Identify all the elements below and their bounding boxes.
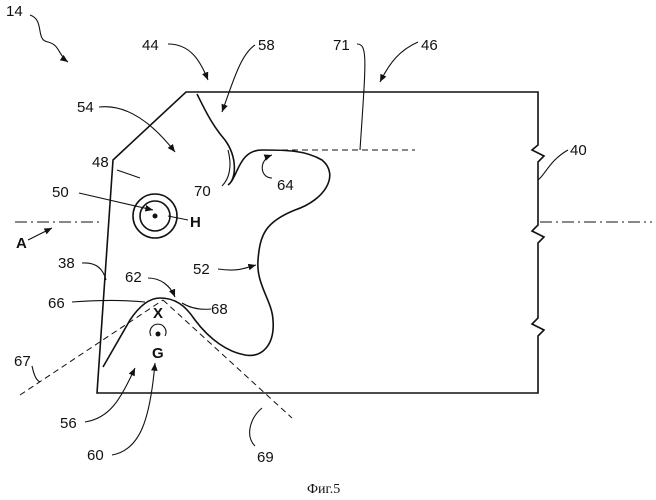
label-38: 38 xyxy=(58,255,75,272)
label-68: 68 xyxy=(211,301,228,318)
label-G: G xyxy=(152,345,164,362)
label-H: H xyxy=(190,214,201,231)
label-64: 64 xyxy=(277,177,294,194)
label-56: 56 xyxy=(60,415,77,432)
label-67: 67 xyxy=(14,353,31,370)
insert-outline xyxy=(97,92,544,393)
cutout-contour xyxy=(103,94,330,367)
label-66: 66 xyxy=(48,295,65,312)
label-58: 58 xyxy=(258,37,275,54)
label-40: 40 xyxy=(570,142,587,159)
label-54: 54 xyxy=(77,99,94,116)
label-44: 44 xyxy=(142,37,159,54)
label-14: 14 xyxy=(6,3,23,20)
label-X: X xyxy=(153,305,163,322)
label-50: 50 xyxy=(52,184,69,201)
label-71: 71 xyxy=(333,37,350,54)
g-point xyxy=(156,332,161,337)
figure-caption: Фиг.5 xyxy=(307,482,340,497)
label-52: 52 xyxy=(193,261,210,278)
label-A: A xyxy=(16,235,27,252)
label-70: 70 xyxy=(194,183,211,200)
label-48: 48 xyxy=(92,154,109,171)
label-60: 60 xyxy=(87,447,104,464)
label-62: 62 xyxy=(125,269,142,286)
label-46: 46 xyxy=(421,37,438,54)
line-67 xyxy=(20,300,163,395)
hole-center xyxy=(153,214,158,219)
label-69: 69 xyxy=(257,449,274,466)
